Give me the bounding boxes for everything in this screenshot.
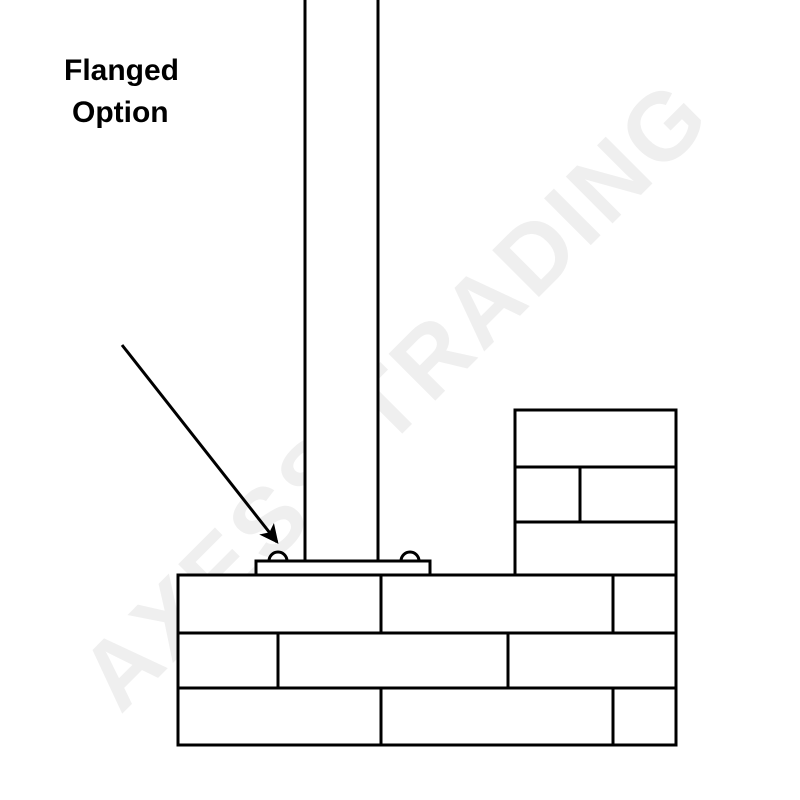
upper-brick-column (513, 408, 678, 577)
post-body (303, 0, 380, 567)
column-course-bottom (513, 520, 678, 577)
wall-course-bottom (176, 686, 678, 747)
label-line-1: Flanged (64, 54, 179, 87)
vertical-post (303, 0, 380, 567)
flanged-option-label: Flanged Option (64, 54, 179, 129)
label-line-2: Option (72, 96, 169, 129)
callout-arrow (120, 344, 279, 544)
wall-course-middle (176, 631, 678, 690)
main-brick-wall (176, 573, 678, 747)
wall-course-top (176, 573, 678, 635)
column-course-top (513, 408, 678, 469)
column-course-middle (513, 465, 678, 524)
callout-arrow-line (120, 344, 279, 544)
